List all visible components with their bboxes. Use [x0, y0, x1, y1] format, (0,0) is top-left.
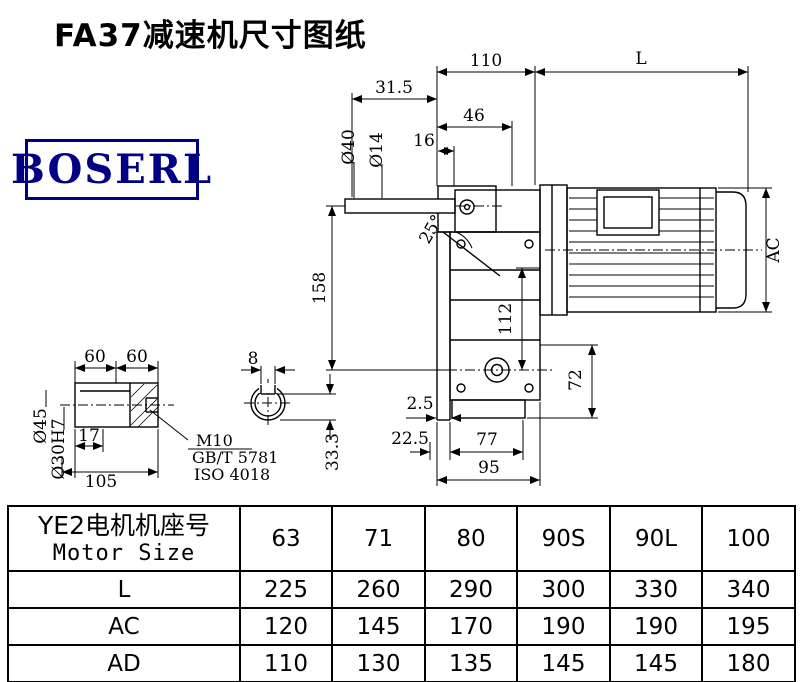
dim-46-label: 46 — [463, 106, 485, 126]
table-cell: 170 — [424, 607, 518, 646]
motor-size-label-en: Motor Size — [52, 541, 196, 566]
note-m10-label: M10 — [196, 431, 233, 450]
shaft-detail-view — [45, 361, 252, 478]
table-cell: 290 — [424, 570, 518, 609]
table-cell: 180 — [701, 644, 796, 682]
table-cell: 190 — [516, 607, 611, 646]
note-iso4018-label: ISO 4018 — [194, 465, 270, 484]
detail-labels: 60 60 8 Ø45 Ø30H7 17 105 33.3 M10 GB/T 5… — [31, 347, 343, 492]
table-cell: 135 — [424, 644, 518, 682]
dim-dia40-label: Ø40 — [339, 129, 359, 165]
dim-AC-label: AC — [764, 237, 784, 263]
table-cell: 110 — [239, 644, 333, 682]
table-cell: 340 — [701, 570, 796, 609]
dim-112-label: 112 — [496, 303, 516, 335]
table-cell: 145 — [516, 644, 611, 682]
dimension-labels: 110 L 31.5 46 16 Ø40 Ø14 25° 158 112 AC … — [310, 49, 784, 478]
dimension-drawing: 110 L 31.5 46 16 Ø40 Ø14 25° 158 112 AC … — [31, 49, 784, 492]
dim-95-label: 95 — [478, 458, 500, 478]
dim-158-label: 158 — [310, 272, 330, 304]
table-cell: 80 — [424, 505, 518, 572]
table-cell: 145 — [609, 644, 703, 682]
motor-size-table: YE2电机机座号 Motor Size 63 71 80 90S 90L 100… — [7, 505, 796, 682]
main-view — [330, 184, 762, 421]
shaft-end-hatch — [130, 383, 159, 428]
table-row-header: YE2电机机座号 Motor Size 63 71 80 90S 90L 100 — [7, 505, 796, 572]
dim-dia14-label: Ø14 — [367, 132, 387, 168]
table-cell: 145 — [331, 607, 426, 646]
motor-size-label-zh: YE2电机机座号 — [38, 511, 210, 540]
dim-dia30h7-label: Ø30H7 — [49, 418, 69, 479]
table-cell: 90L — [609, 505, 703, 572]
dim-17-label: 17 — [78, 426, 100, 446]
table-cell: 225 — [239, 570, 333, 609]
dim-16-label: 16 — [413, 131, 435, 151]
table-row-L: L 225 260 290 300 330 340 — [7, 570, 796, 609]
brand-logo-text: BOSERL — [10, 146, 214, 193]
shaft-section-view — [241, 366, 336, 440]
dim-60b-label: 60 — [126, 347, 148, 367]
row-label-AD: AD — [7, 644, 241, 682]
table-cell: 190 — [609, 607, 703, 646]
note-gbt5781-label: GB/T 5781 — [192, 448, 278, 467]
row-label-L: L — [7, 570, 241, 609]
dim-60a-label: 60 — [84, 347, 106, 367]
dim-25deg-label: 25° — [415, 211, 447, 247]
table-header-motor-size: YE2电机机座号 Motor Size — [7, 505, 241, 572]
table-row-AD: AD 110 130 135 145 145 180 — [7, 644, 796, 682]
table-cell: 71 — [331, 505, 426, 572]
dim-2-5-label: 2.5 — [406, 394, 433, 414]
table-cell: 120 — [239, 607, 333, 646]
page-title: FA37减速机尺寸图纸 — [54, 18, 367, 54]
dim-8-label: 8 — [248, 349, 259, 369]
dim-L-label: L — [635, 49, 646, 69]
table-cell: 100 — [701, 505, 796, 572]
table-row-AC: AC 120 145 170 190 190 195 — [7, 607, 796, 646]
dimension-lines — [326, 66, 772, 486]
dim-105-label: 105 — [85, 472, 117, 492]
dim-31-5-label: 31.5 — [375, 78, 413, 98]
dim-dia45-label: Ø45 — [31, 408, 51, 444]
table-cell: 260 — [331, 570, 426, 609]
dim-110-label: 110 — [470, 51, 502, 71]
row-label-AC: AC — [7, 607, 241, 646]
table-cell: 63 — [239, 505, 333, 572]
dim-77-label: 77 — [476, 430, 498, 450]
table-cell: 130 — [331, 644, 426, 682]
dim-33-3-label: 33.3 — [323, 433, 343, 471]
table-cell: 300 — [516, 570, 611, 609]
table-cell: 90S — [516, 505, 611, 572]
dim-72-label: 72 — [566, 369, 586, 391]
table-cell: 330 — [609, 570, 703, 609]
brand-logo: BOSERL — [11, 139, 211, 200]
table-cell: 195 — [701, 607, 796, 646]
dim-22-5-label: 22.5 — [391, 429, 429, 449]
